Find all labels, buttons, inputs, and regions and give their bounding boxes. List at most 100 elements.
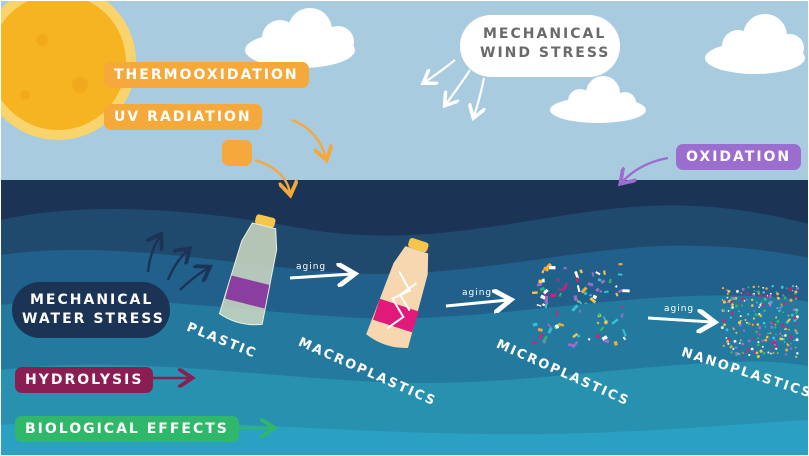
nanoplastic-particle bbox=[770, 353, 772, 355]
nanoplastic-particle bbox=[756, 323, 759, 326]
nanoplastic-particle bbox=[731, 306, 734, 309]
nanoplastic-particle bbox=[753, 286, 756, 289]
nanoplastic-particle bbox=[758, 326, 761, 329]
nanoplastic-particle bbox=[775, 316, 777, 318]
nanoplastic-particle bbox=[756, 302, 758, 304]
nanoplastic-particle bbox=[788, 329, 790, 331]
nanoplastic-particle bbox=[747, 313, 750, 316]
microplastic-particle bbox=[532, 291, 538, 294]
nanoplastic-particle bbox=[728, 310, 730, 312]
nanoplastic-particle bbox=[759, 350, 762, 353]
nanoplastic-particle bbox=[758, 306, 760, 308]
nanoplastic-particle bbox=[763, 352, 766, 355]
nanoplastic-particle bbox=[731, 303, 734, 306]
nanoplastic-particle bbox=[782, 335, 784, 337]
nanoplastic-particle bbox=[727, 343, 729, 345]
microplastic-particle bbox=[588, 338, 590, 340]
nanoplastic-particle bbox=[763, 309, 766, 312]
nanoplastic-particle bbox=[748, 323, 751, 326]
nanoplastic-particle bbox=[791, 314, 794, 317]
nanoplastic-particle bbox=[735, 346, 737, 348]
nanoplastic-particle bbox=[747, 286, 749, 288]
nanoplastic-particle bbox=[751, 299, 753, 301]
water-stress-label-2: WATER STRESS bbox=[22, 311, 165, 327]
nanoplastic-particle bbox=[779, 337, 781, 339]
nanoplastic-particle bbox=[769, 332, 771, 334]
nanoplastic-particle bbox=[781, 324, 784, 327]
nanoplastic-particle bbox=[742, 288, 745, 291]
nanoplastic-particle bbox=[774, 326, 777, 329]
nanoplastic-particle bbox=[786, 287, 788, 289]
aging-label: aging bbox=[462, 288, 492, 298]
nanoplastic-particle bbox=[766, 336, 769, 339]
nanoplastic-particle bbox=[751, 304, 754, 307]
nanoplastic-particle bbox=[759, 333, 761, 335]
nanoplastic-particle bbox=[736, 290, 739, 293]
nanoplastic-particle bbox=[784, 296, 787, 299]
nanoplastic-particle bbox=[771, 285, 773, 287]
nanoplastic-particle bbox=[764, 339, 767, 342]
microplastic-particle bbox=[598, 278, 601, 281]
nanoplastic-particle bbox=[789, 299, 792, 302]
uv-radiation-tag: UV RADIATION bbox=[104, 104, 262, 130]
nanoplastic-particle bbox=[754, 351, 756, 353]
aging-label: aging bbox=[296, 262, 326, 272]
nanoplastic-particle bbox=[775, 324, 777, 326]
nanoplastic-particle bbox=[748, 340, 751, 343]
nanoplastic-particle bbox=[779, 306, 782, 309]
nanoplastic-particle bbox=[770, 326, 773, 329]
nanoplastic-particle bbox=[772, 352, 774, 354]
nanoplastic-particle bbox=[722, 287, 724, 289]
nanoplastic-particle bbox=[787, 319, 790, 322]
nanoplastic-particle bbox=[774, 344, 776, 346]
nanoplastic-particle bbox=[792, 285, 794, 287]
nanoplastic-particle bbox=[793, 319, 796, 322]
nanoplastic-particle bbox=[776, 320, 779, 323]
nanoplastic-particle bbox=[740, 292, 742, 294]
nanoplastic-particle bbox=[730, 351, 733, 354]
nanoplastic-particle bbox=[767, 352, 769, 354]
nanoplastic-particle bbox=[787, 326, 789, 328]
nanoplastic-particle bbox=[725, 337, 727, 339]
nanoplastic-particle bbox=[769, 301, 772, 304]
nanoplastic-particle bbox=[755, 313, 758, 316]
nanoplastic-particle bbox=[732, 348, 734, 350]
nanoplastic-particle bbox=[733, 297, 736, 300]
nanoplastic-particle bbox=[795, 311, 798, 314]
nanoplastic-particle bbox=[753, 310, 755, 312]
nanoplastic-particle bbox=[775, 334, 777, 336]
nanoplastic-particle bbox=[754, 290, 756, 292]
nanoplastic-particle bbox=[730, 316, 732, 318]
nanoplastic-particle bbox=[726, 297, 728, 299]
microplastic-particle bbox=[622, 289, 629, 292]
nanoplastic-particle bbox=[783, 302, 786, 305]
nanoplastic-particle bbox=[778, 310, 781, 313]
nanoplastic-particle bbox=[762, 291, 765, 294]
nanoplastic-particle bbox=[721, 326, 724, 329]
nanoplastic-particle bbox=[741, 305, 743, 307]
nanoplastic-particle bbox=[741, 298, 744, 301]
nanoplastic-particle bbox=[726, 340, 729, 343]
wind-stress-label-2: WIND STRESS bbox=[480, 45, 610, 61]
nanoplastic-particle bbox=[771, 348, 773, 350]
nanoplastic-particle bbox=[772, 336, 775, 339]
nanoplastic-particle bbox=[740, 339, 742, 341]
nanoplastic-particle bbox=[786, 343, 788, 345]
microplastic-particle bbox=[584, 302, 587, 304]
nanoplastic-particle bbox=[723, 319, 726, 322]
nanoplastic-particle bbox=[738, 310, 740, 312]
microplastic-particle bbox=[563, 267, 566, 270]
aging-label: aging bbox=[664, 304, 694, 314]
nanoplastic-particle bbox=[795, 309, 797, 311]
nanoplastic-particle bbox=[796, 352, 798, 354]
nanoplastic-particle bbox=[747, 348, 750, 351]
nanoplastic-particle bbox=[738, 321, 741, 324]
nanoplastic-particle bbox=[744, 300, 746, 302]
nanoplastic-particle bbox=[742, 354, 744, 356]
nanoplastic-particle bbox=[757, 355, 760, 358]
thermooxidation-tag: THERMOOXIDATION bbox=[104, 62, 309, 88]
nanoplastic-particle bbox=[761, 304, 763, 306]
nanoplastic-particle bbox=[735, 332, 737, 334]
nanoplastic-particle bbox=[788, 294, 790, 296]
nanoplastic-particle bbox=[723, 310, 725, 312]
